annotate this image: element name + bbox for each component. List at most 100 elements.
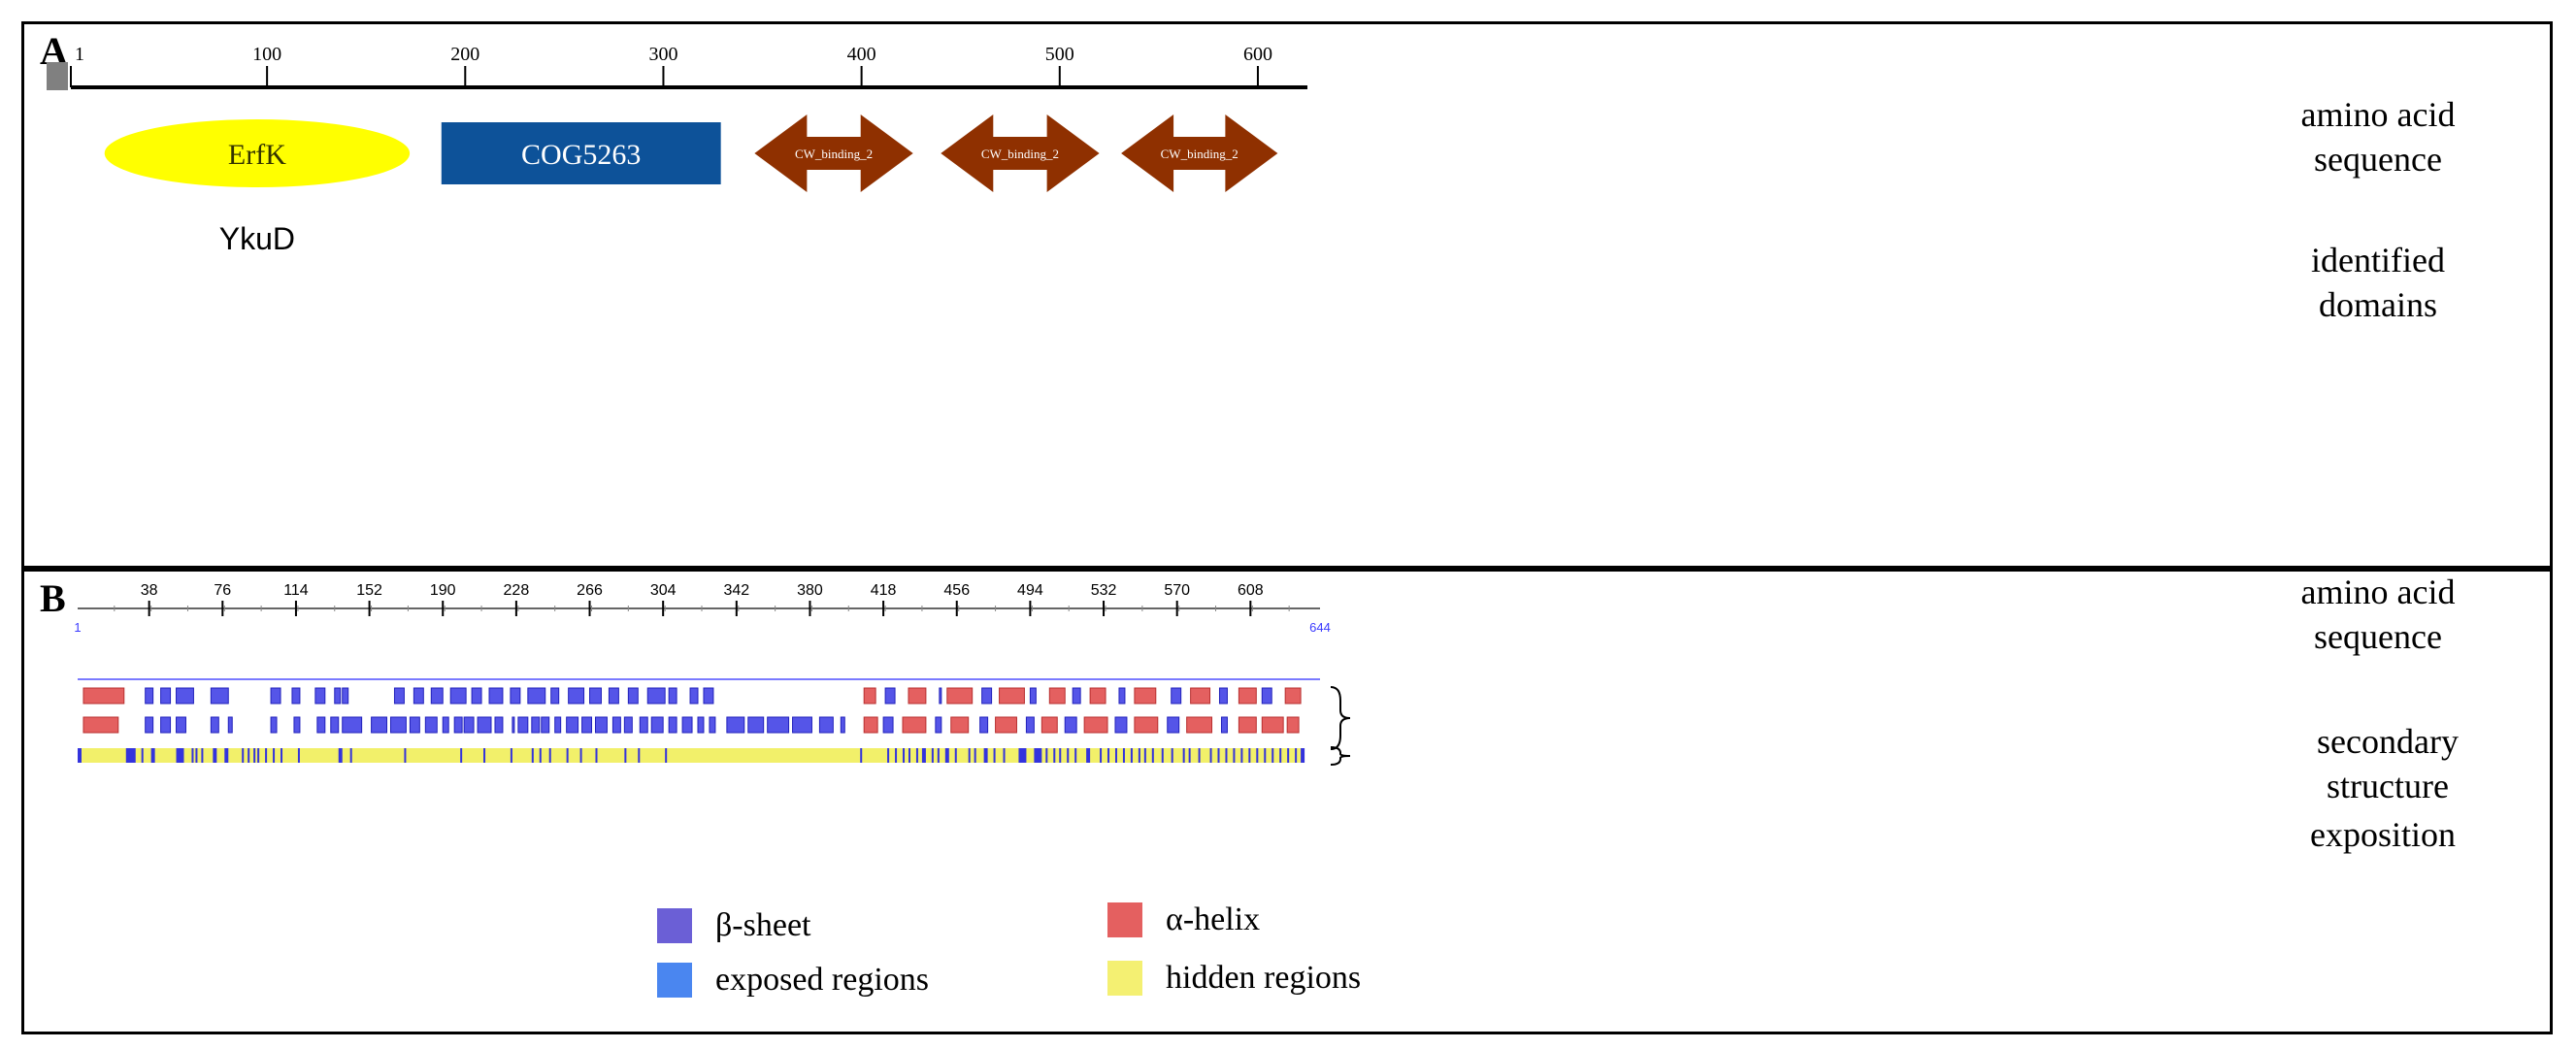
beta-sheet-row2-37: [747, 716, 765, 734]
beta-sheet-row2-7: [293, 716, 301, 734]
alpha-helix-row1-27: [863, 687, 876, 705]
legend-item-alpha-helix: α-helix: [1107, 901, 1260, 938]
beta-sheet-row2-21: [517, 716, 529, 734]
exposed-region-20: [404, 748, 407, 763]
beta-sheet-row1-6: [291, 687, 301, 705]
exposed-region-55: [1074, 748, 1077, 763]
exposed-region-29: [595, 748, 598, 763]
legend-swatch-alpha-helix: [1107, 902, 1142, 937]
beta-sheet-row1-30: [939, 687, 942, 705]
exposed-region-34: [887, 748, 890, 763]
beta-sheet-row2-22: [531, 716, 541, 734]
beta-sheet-row2-15: [442, 716, 449, 734]
exposed-region-77: [1264, 748, 1267, 763]
exposed-region-35: [895, 748, 898, 763]
exposed-region-3: [150, 748, 155, 763]
exposed-region-47: [993, 748, 996, 763]
exposed-region-42: [944, 748, 949, 763]
beta-sheet-row1-21: [608, 687, 619, 705]
beta-sheet-row2-30: [639, 716, 648, 734]
beta-sheet-row1-34: [1029, 687, 1037, 705]
ruler-tick-label-228: 228: [504, 582, 530, 599]
legend-label-hidden-regions: hidden regions: [1166, 960, 1362, 996]
exposed-region-49: [1018, 748, 1027, 763]
domains-row-label-line2: domains: [2319, 285, 2437, 324]
beta-sheet-row1-18: [550, 687, 560, 705]
exposed-region-30: [624, 748, 627, 763]
beta-sheet-row1-11: [413, 687, 424, 705]
alpha-helix-row2-42: [863, 716, 878, 734]
exposed-region-9: [224, 748, 229, 763]
exposed-region-40: [931, 748, 934, 763]
beta-sheet-row1-40: [1171, 687, 1182, 705]
beta-sheet-row1-42: [1218, 687, 1228, 705]
beta-sheet-row2-24: [554, 716, 562, 734]
sequence-tick-label-600: 600: [1243, 44, 1272, 65]
beta-sheet-row2-8: [316, 716, 326, 734]
exposed-region-0: [78, 748, 82, 763]
exposed-region-39: [921, 748, 926, 763]
exposed-region-28: [579, 748, 582, 763]
beta-sheet-row2-51: [1064, 716, 1077, 734]
beta-sheet-row1-22: [627, 687, 639, 705]
sequence-row-label-b: amino acid sequence: [2218, 570, 2538, 659]
beta-sheet-row1-38: [1118, 687, 1126, 705]
exposed-region-61: [1130, 748, 1133, 763]
exposed-region-17: [297, 748, 300, 763]
alpha-helix-row2-60: [1286, 716, 1300, 734]
exposed-region-65: [1161, 748, 1164, 763]
exposed-region-22: [483, 748, 486, 763]
domain-1-shape: [441, 122, 721, 184]
beta-sheet-row1-12: [430, 687, 444, 705]
alpha-helix-row2-46: [950, 716, 970, 734]
exposed-region-21: [460, 748, 463, 763]
beta-sheet-row2-43: [882, 716, 894, 734]
exposed-region-56: [1086, 748, 1091, 763]
exposed-region-54: [1067, 748, 1070, 763]
ruler-tick-label-76: 76: [214, 582, 231, 599]
sequence-tick-label-200: 200: [450, 44, 479, 65]
secondary-structure-label-line2: structure: [2327, 767, 2449, 805]
ruler-tick-label-456: 456: [943, 582, 970, 599]
exposed-region-25: [539, 748, 542, 763]
domains-row-label-line1: identified: [2311, 241, 2445, 279]
beta-sheet-row2-53: [1114, 716, 1128, 734]
sequence-tick-label-100: 100: [252, 44, 281, 65]
beta-sheet-row1-13: [449, 687, 467, 705]
exposed-region-46: [983, 748, 988, 763]
exposed-region-11: [248, 748, 250, 763]
exposed-region-2: [141, 748, 144, 763]
ruler-tick-label-190: 190: [430, 582, 456, 599]
beta-sheet-row2-6: [270, 716, 278, 734]
beta-sheet-row2-9: [330, 716, 340, 734]
beta-sheet-row1-5: [270, 687, 281, 705]
exposed-region-8: [213, 748, 217, 763]
sequence-row-label-line2: sequence: [2314, 140, 2442, 179]
exposed-region-75: [1248, 748, 1251, 763]
exposed-region-72: [1225, 748, 1228, 763]
alpha-helix-row2-44: [902, 716, 927, 734]
beta-sheet-row2-47: [979, 716, 989, 734]
ruler-tick-label-380: 380: [797, 582, 823, 599]
exposed-region-71: [1217, 748, 1220, 763]
beta-sheet-row2-16: [453, 716, 463, 734]
exposed-region-45: [974, 748, 976, 763]
exposed-region-31: [638, 748, 641, 763]
legend-label-exposed-regions: exposed regions: [715, 962, 930, 998]
exposed-region-44: [968, 748, 971, 763]
ruler-tick-label-494: 494: [1017, 582, 1043, 599]
beta-sheet-row2-45: [935, 716, 942, 734]
signal-peptide-box: [47, 62, 68, 90]
exposed-region-68: [1188, 748, 1191, 763]
sequence-row-label: amino acid sequence: [2218, 92, 2538, 181]
alpha-helix-row1-33: [999, 687, 1025, 705]
ruler-tick-label-114: 114: [283, 582, 309, 599]
domain-0-label: ErfK: [228, 139, 286, 171]
exposed-region-80: [1287, 748, 1290, 763]
exposition-bracket: [1330, 746, 1351, 766]
exposed-region-12: [253, 748, 256, 763]
secondary-structure-label-line1: secondary: [2317, 722, 2459, 761]
legend-item-exposed-regions: exposed regions: [657, 962, 929, 999]
